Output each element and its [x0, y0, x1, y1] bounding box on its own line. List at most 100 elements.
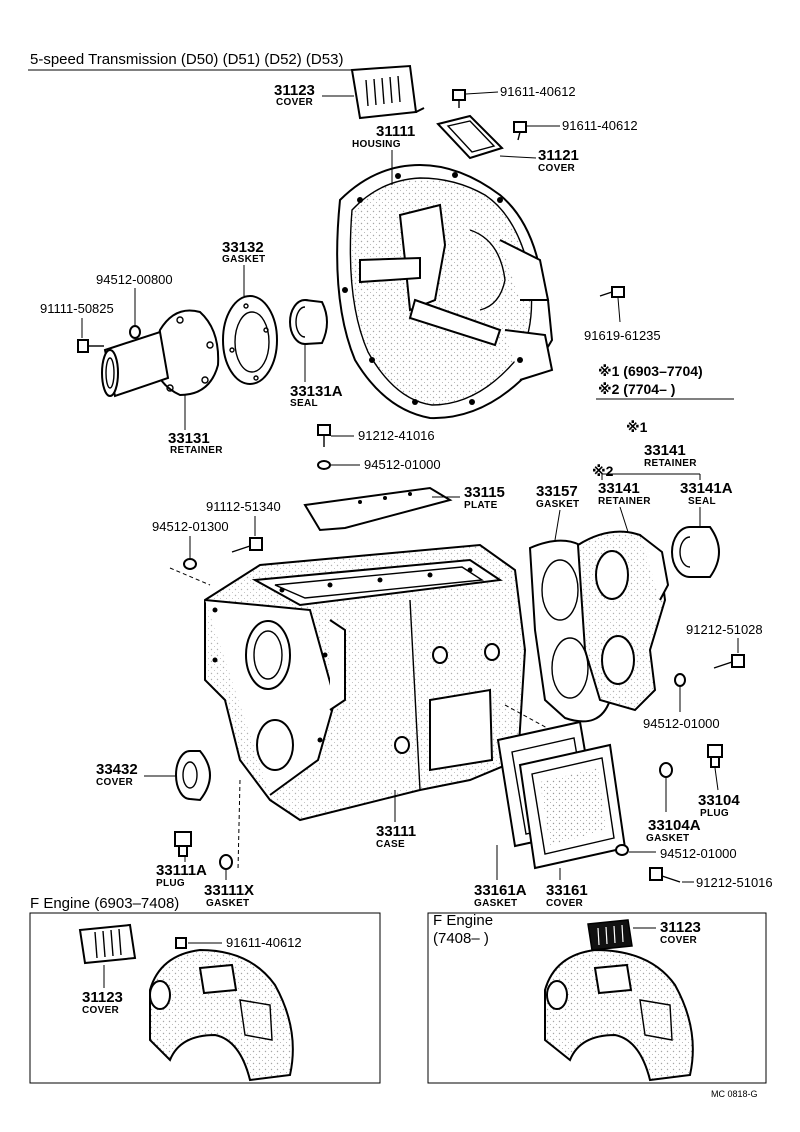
caption-33111X: GASKET	[206, 898, 249, 909]
label-91619: 91619-61235	[584, 328, 661, 343]
label-91212-41016: 91212-41016	[358, 428, 435, 443]
gasket-33104A-drawing	[659, 762, 673, 778]
caption-33157: GASKET	[536, 499, 579, 510]
bolt-91212-41016-drawing	[317, 424, 331, 447]
caption-33111A: PLUG	[156, 878, 185, 889]
inset-left-bolt-label: 91611-40612	[226, 935, 302, 950]
label-33141-b: 33141	[598, 480, 640, 497]
inset-left-frame	[29, 912, 381, 1084]
label-33432: 33432	[96, 761, 138, 778]
label-33131A: 33131A	[290, 383, 343, 400]
label-33111X: 33111X	[204, 882, 254, 899]
gasket-33132-drawing	[222, 295, 278, 385]
label-31123-top: 31123	[274, 82, 315, 99]
label-33141-a: 33141	[644, 442, 686, 459]
caption-33104A: GASKET	[646, 833, 689, 844]
caption-33115: PLATE	[464, 500, 498, 511]
bolt-91111-drawing	[77, 339, 104, 353]
seal-33131A-drawing	[289, 299, 328, 345]
gasket-33111X-drawing	[219, 854, 233, 870]
inset-left-part-caption: COVER	[82, 1005, 120, 1016]
inset-left-bolt-drawing	[175, 937, 187, 949]
washer-94512-01000-a-drawing	[317, 460, 331, 470]
label-94512-01000-a: 94512-01000	[364, 457, 441, 472]
case-33111-drawing	[204, 543, 527, 822]
bolt-91611-a-drawing	[452, 89, 466, 108]
inset-right-cover-drawing	[587, 919, 633, 951]
cover-33161-drawing	[518, 743, 627, 870]
caption-33132: GASKET	[222, 254, 265, 265]
retainer-33131-drawing	[101, 309, 220, 398]
label-33132: 33132	[222, 239, 264, 256]
label-33104A: 33104A	[648, 817, 701, 834]
label-91611-a: 91611-40612	[500, 84, 576, 99]
caption-31111: HOUSING	[352, 139, 401, 150]
label-91212-51016: 91212-51016	[696, 875, 773, 890]
bolt-91212-51016-drawing	[649, 867, 681, 883]
caption-33141-a: RETAINER	[644, 458, 697, 469]
label-91112: 91112-51340	[206, 499, 281, 514]
label-33104: 33104	[698, 792, 740, 809]
bolt-91112-drawing	[231, 537, 263, 553]
caption-33161A: GASKET	[474, 898, 517, 909]
caption-33432: COVER	[96, 777, 134, 788]
caption-33161: COVER	[546, 898, 584, 909]
label-94512-01300: 94512-01300	[152, 519, 229, 534]
diagram-code: MC 0818-G	[711, 1089, 758, 1099]
plate-33115-drawing	[303, 486, 453, 532]
label-31121: 31121	[538, 147, 579, 164]
label-94512-01000-b: 94512-01000	[643, 716, 720, 731]
washer-94512-00800-drawing	[129, 325, 141, 339]
washer-94512-01000-b-drawing	[674, 673, 686, 687]
inset-left-housing-drawing	[149, 948, 294, 1082]
label-91111: 91111-50825	[40, 301, 114, 316]
inset-right-title: F Engine	[433, 912, 493, 929]
caption-31123-top: COVER	[276, 97, 314, 108]
caption-33131A: SEAL	[290, 398, 318, 409]
plug-33111A-drawing	[174, 831, 192, 857]
seal-33141A-drawing	[671, 526, 720, 578]
note-2: ※2 (7704– )	[598, 381, 675, 397]
inset-right-part-label: 31123	[660, 919, 701, 936]
label-33111A: 33111A	[156, 862, 207, 879]
inset-left-cover-drawing	[78, 923, 137, 965]
caption-33104: PLUG	[700, 808, 729, 819]
caption-33141A: SEAL	[688, 496, 716, 507]
inset-right-housing-drawing	[544, 948, 694, 1082]
caption-33141-b: RETAINER	[598, 496, 651, 507]
diagram-title: 5-speed Transmission (D50) (D51) (D52) (…	[30, 51, 343, 68]
note-1: ※1 (6903–7704)	[598, 363, 703, 379]
label-33161: 33161	[546, 882, 588, 899]
label-94512-01000-c: 94512-01000	[660, 846, 737, 861]
caption-31121: COVER	[538, 163, 576, 174]
retainer-33141-drawing	[576, 530, 670, 712]
mark-note-2: ※2	[592, 463, 614, 479]
label-33161A: 33161A	[474, 882, 527, 899]
label-33131: 33131	[168, 430, 210, 447]
caption-33111: CASE	[376, 839, 405, 850]
bolt-91212-51028-drawing	[713, 654, 745, 669]
plug-33104-drawing	[707, 744, 723, 768]
inset-left-title: F Engine (6903–7408)	[30, 895, 179, 912]
housing-31111-drawing	[336, 163, 554, 420]
inset-right-frame	[427, 912, 767, 1084]
cover-31123-top-drawing	[350, 64, 425, 120]
bolt-91619-drawing	[599, 286, 625, 298]
washer-94512-01300-drawing	[183, 558, 197, 570]
label-33115: 33115	[464, 484, 505, 501]
label-33141A: 33141A	[680, 480, 733, 497]
label-94512-00800: 94512-00800	[96, 272, 173, 287]
label-91611-b: 91611-40612	[562, 118, 638, 133]
cover-31121-drawing	[436, 114, 504, 160]
label-91212-51028: 91212-51028	[686, 622, 763, 637]
label-33111: 33111	[376, 823, 416, 840]
inset-right-range: (7408– )	[433, 930, 489, 947]
label-31111: 31111	[376, 123, 415, 140]
caption-33131: RETAINER	[170, 445, 223, 456]
mark-note-1: ※1	[626, 419, 648, 435]
cover-33432-drawing	[175, 750, 211, 802]
bolt-91611-b-drawing	[513, 121, 527, 141]
washer-94512-01000-c-drawing	[615, 844, 629, 856]
label-33157: 33157	[536, 483, 578, 500]
